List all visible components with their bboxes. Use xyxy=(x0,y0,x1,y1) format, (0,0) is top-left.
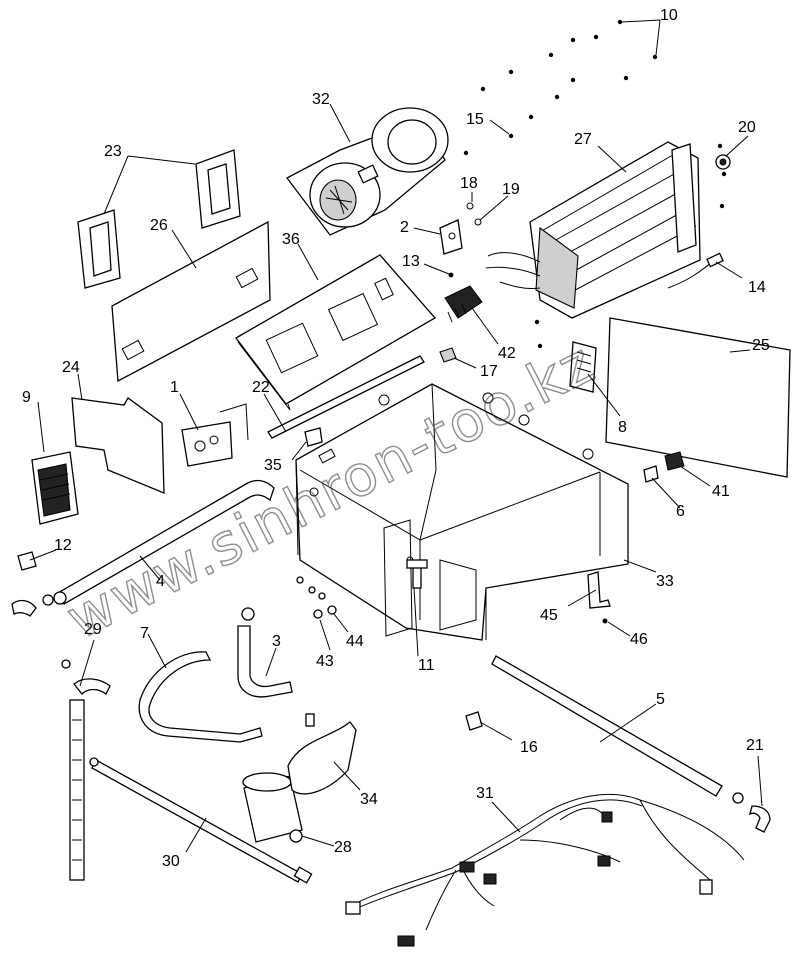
callout-46: 46 xyxy=(630,631,648,648)
callout-6: 6 xyxy=(676,503,685,520)
part-nut-left xyxy=(42,594,54,606)
part-44-washer xyxy=(327,605,337,615)
callout-31: 31 xyxy=(476,785,494,802)
callout-14: 14 xyxy=(748,279,766,296)
callout-34: 34 xyxy=(360,791,378,808)
part-21-elbow xyxy=(749,805,771,833)
callout-23: 23 xyxy=(104,143,122,160)
callout-41: 41 xyxy=(712,483,730,500)
callout-11: 11 xyxy=(418,657,435,674)
callouts: 10 32 23 26 36 15 27 20 18 19 2 13 14 42… xyxy=(22,7,770,870)
callout-26: 26 xyxy=(150,217,168,234)
callout-27: 27 xyxy=(574,131,592,148)
part-22-strip xyxy=(267,355,425,439)
callout-45: 45 xyxy=(540,607,558,624)
part-35-clip xyxy=(304,427,323,447)
part-45-bracket xyxy=(587,571,611,609)
part-25-panel xyxy=(605,317,791,478)
callout-44: 44 xyxy=(346,633,364,650)
callout-4: 4 xyxy=(156,573,165,590)
callout-5: 5 xyxy=(656,691,665,708)
part-28-drier xyxy=(242,772,303,843)
part-13-screw xyxy=(448,272,454,278)
part-4-hose xyxy=(53,479,275,605)
callout-28: 28 xyxy=(334,839,352,856)
part-12-fitting xyxy=(17,551,37,571)
callout-17: 17 xyxy=(480,363,498,380)
part-1-switch xyxy=(181,403,249,467)
callout-10: 10 xyxy=(660,7,678,24)
callout-42: 42 xyxy=(498,345,516,362)
part-11-stud xyxy=(406,559,428,589)
callout-36: 36 xyxy=(282,231,300,248)
part-fitting-left xyxy=(11,599,37,617)
part-screw-a xyxy=(296,576,304,584)
parts-layer xyxy=(11,19,791,947)
part-6-bolt xyxy=(643,465,659,483)
part-20-grommet xyxy=(715,154,731,170)
part-23-filter-frames xyxy=(77,149,241,289)
callout-19: 19 xyxy=(502,181,520,198)
part-16-clip xyxy=(465,711,483,731)
part-9-vent xyxy=(31,451,79,525)
callout-13: 13 xyxy=(402,253,420,270)
part-3-elbow xyxy=(237,625,293,698)
callout-16: 16 xyxy=(520,739,538,756)
part-27-evaporator xyxy=(485,141,701,319)
callout-33: 33 xyxy=(656,573,674,590)
callout-2: 2 xyxy=(400,219,409,236)
part-31-harness xyxy=(345,793,745,947)
part-24-gasket xyxy=(71,397,165,494)
callout-7: 7 xyxy=(140,625,149,642)
callout-15: 15 xyxy=(466,111,484,128)
callout-3: 3 xyxy=(272,633,281,650)
callout-12: 12 xyxy=(54,537,72,554)
callout-29: 29 xyxy=(84,621,102,638)
part-screw-b xyxy=(308,586,316,594)
part-46-screw xyxy=(602,618,608,624)
callout-30: 30 xyxy=(162,853,180,870)
callout-32: 32 xyxy=(312,91,330,108)
part-29-hose xyxy=(61,659,111,881)
part-41-clip xyxy=(664,451,685,471)
part-33-housing xyxy=(295,383,629,641)
callout-35: 35 xyxy=(264,457,282,474)
part-26-panel xyxy=(111,220,271,383)
part-8-label xyxy=(569,341,597,393)
part-14-sensor xyxy=(667,252,724,289)
part-18-oring xyxy=(466,202,474,210)
part-10-screws xyxy=(463,19,727,349)
callout-20: 20 xyxy=(738,119,756,136)
callout-25: 25 xyxy=(752,337,770,354)
leader-lines xyxy=(29,19,763,853)
part-30-pipe xyxy=(89,757,313,884)
part-2-valve xyxy=(439,219,463,255)
callout-43: 43 xyxy=(316,653,334,670)
part-3-clamp xyxy=(241,607,255,621)
callout-21: 21 xyxy=(746,737,764,754)
part-21-nut xyxy=(732,792,744,804)
part-42-resistor xyxy=(444,285,483,323)
part-17-clip xyxy=(439,347,457,363)
callout-22: 22 xyxy=(252,379,270,396)
part-43-nut xyxy=(313,609,323,619)
part-19-oring xyxy=(474,218,482,226)
part-5-tube xyxy=(491,655,723,797)
callout-1: 1 xyxy=(170,379,179,396)
part-7-hose xyxy=(138,651,263,743)
callout-18: 18 xyxy=(460,175,478,192)
part-screw-c xyxy=(318,592,326,600)
part-36-plate xyxy=(235,254,437,411)
callout-8: 8 xyxy=(618,419,627,436)
part-32-blower xyxy=(286,107,449,236)
callout-9: 9 xyxy=(22,389,31,406)
callout-24: 24 xyxy=(62,359,80,376)
part-34-shroud xyxy=(287,713,357,795)
